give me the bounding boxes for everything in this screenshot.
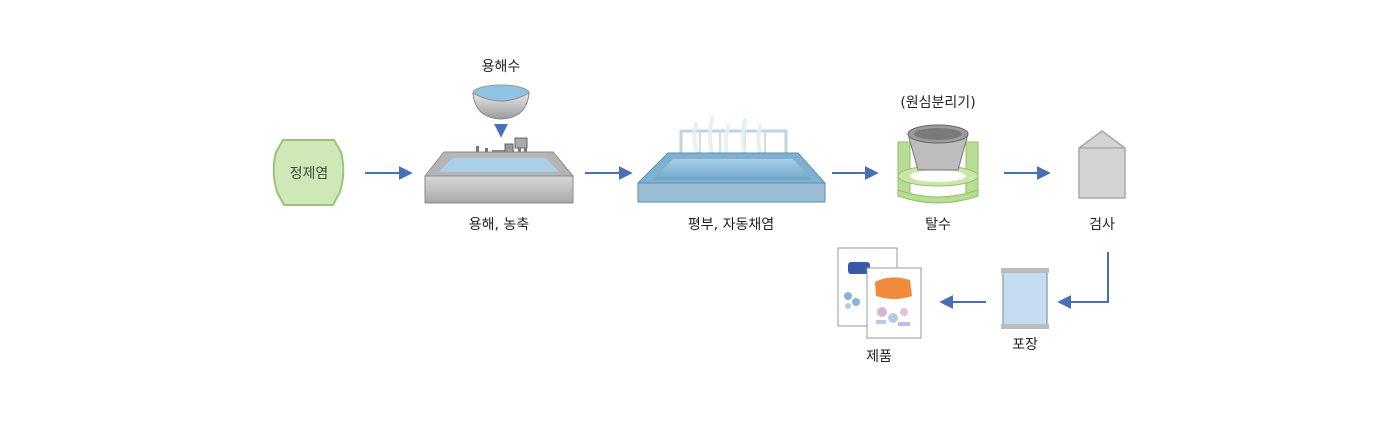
dissolving-tank-icon — [423, 137, 575, 204]
evaporation-label: 평부, 자동채염 — [687, 217, 775, 233]
inspection-label: 검사 — [1089, 217, 1115, 233]
water-bowl-icon — [472, 84, 530, 120]
refined-salt-jar-icon — [272, 139, 345, 206]
centrifuge-note-label: (원심분리기) — [900, 95, 976, 111]
dehydration-label: 탈수 — [925, 217, 951, 233]
evaporation-pan-icon — [636, 116, 827, 203]
centrifuge-icon — [897, 124, 979, 204]
flow-arrow-5 — [1057, 252, 1109, 309]
packaging-bag-icon — [1001, 268, 1049, 329]
dissolving-water-label: 용해수 — [481, 59, 521, 75]
product-label: 제품 — [866, 349, 892, 365]
product-packages-icon — [837, 247, 922, 339]
packaging-label: 포장 — [1012, 337, 1038, 353]
inspection-silo-icon — [1078, 130, 1126, 199]
refined-salt-label: 정제염 — [289, 166, 329, 182]
dissolve-concentrate-label: 용해, 농축 — [468, 217, 530, 233]
